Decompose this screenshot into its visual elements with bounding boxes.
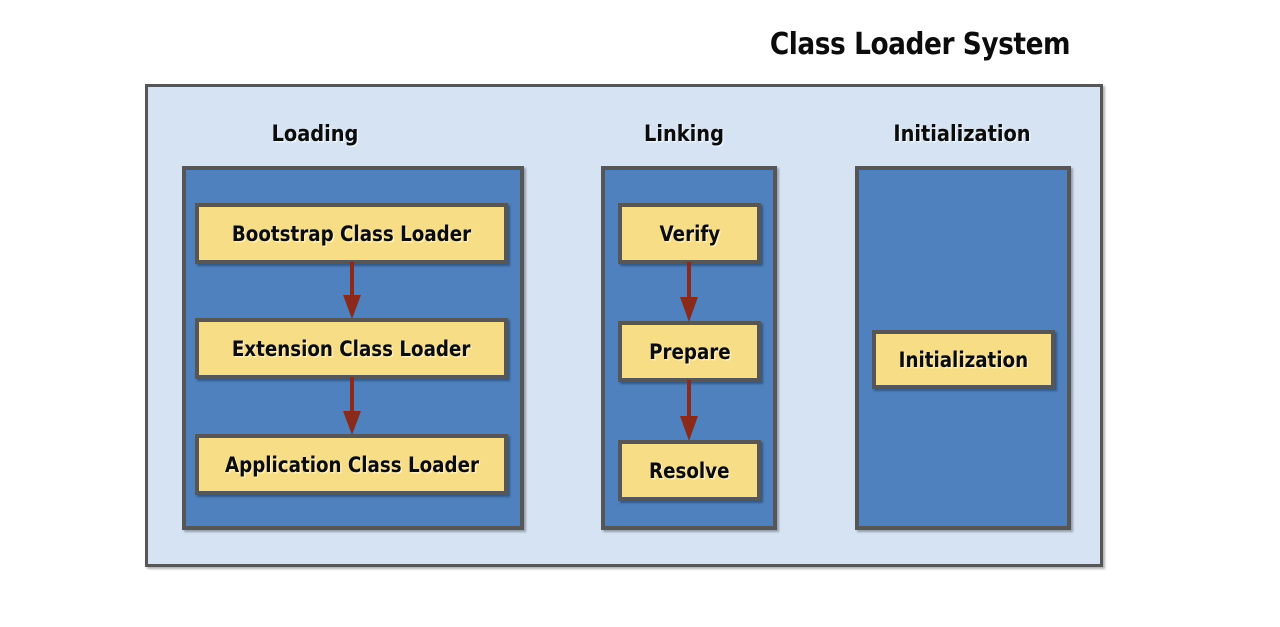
step-label: Bootstrap Class Loader bbox=[231, 221, 472, 246]
step-box-initialization[interactable]: Initialization bbox=[872, 330, 1055, 389]
step-label: Extension Class Loader bbox=[232, 336, 471, 361]
column-header-linking: Linking bbox=[644, 122, 724, 147]
arrow-down-icon bbox=[343, 377, 361, 435]
column-header-loading: Loading bbox=[271, 122, 359, 147]
step-box-extension-class-loader[interactable]: Extension Class Loader bbox=[195, 318, 508, 379]
page-title: Class Loader System bbox=[769, 27, 1071, 62]
step-box-bootstrap-class-loader[interactable]: Bootstrap Class Loader bbox=[195, 203, 508, 264]
step-label: Application Class Loader bbox=[224, 452, 479, 477]
arrow-down-icon bbox=[680, 262, 698, 322]
arrow-down-icon bbox=[343, 262, 361, 319]
step-label: Initialization bbox=[898, 347, 1029, 372]
step-label: Resolve bbox=[649, 458, 730, 483]
arrow-down-icon bbox=[680, 380, 698, 441]
step-box-resolve[interactable]: Resolve bbox=[618, 440, 761, 501]
column-header-initialization: Initialization bbox=[893, 122, 1031, 147]
step-label: Prepare bbox=[648, 339, 731, 364]
step-box-application-class-loader[interactable]: Application Class Loader bbox=[195, 434, 508, 495]
step-box-verify[interactable]: Verify bbox=[618, 203, 761, 264]
step-box-prepare[interactable]: Prepare bbox=[618, 321, 761, 382]
step-label: Verify bbox=[659, 221, 720, 246]
